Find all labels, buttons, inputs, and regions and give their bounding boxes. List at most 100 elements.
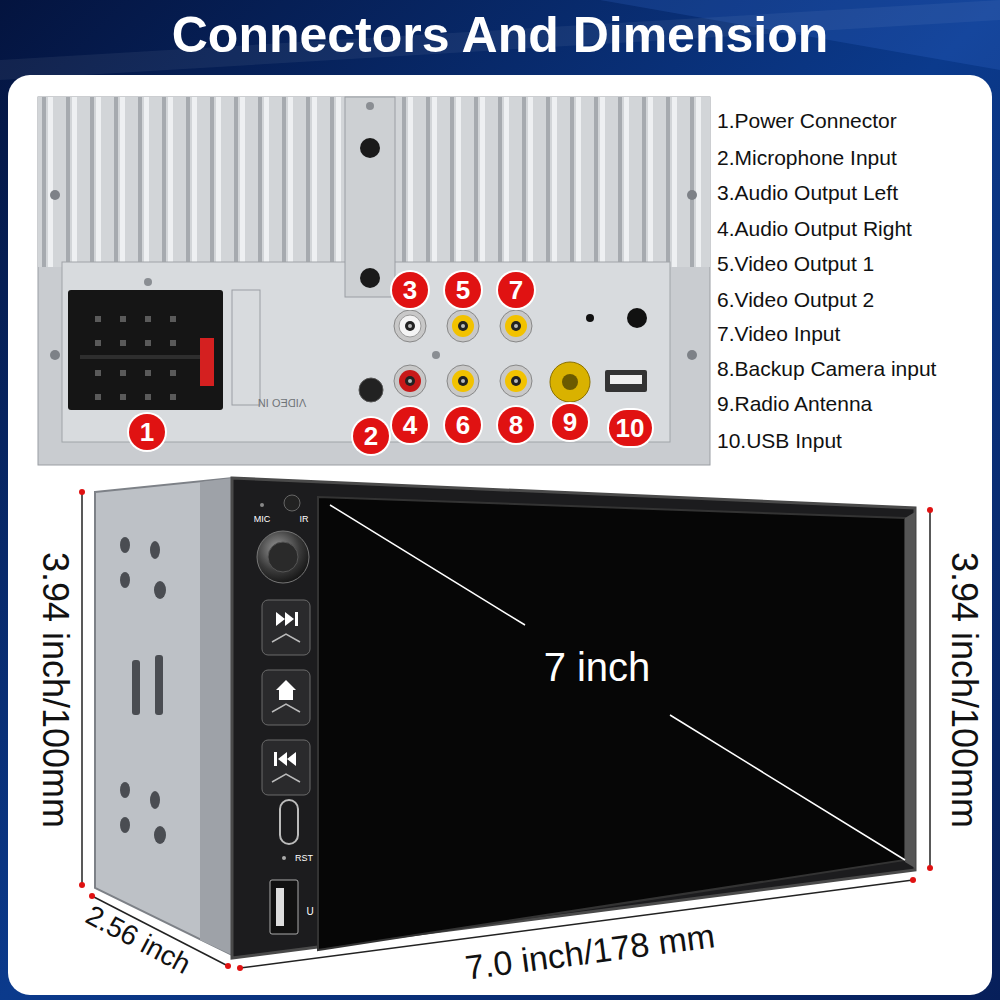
stereo-side-cage [150, 541, 160, 559]
rear-panel [38, 97, 710, 465]
power-connector [120, 340, 126, 346]
callout-circle: 6 [445, 407, 481, 443]
callout-circle: 7 [498, 272, 534, 308]
legend-item-text: 8.Backup Camera input [717, 357, 936, 381]
other-ports [562, 374, 578, 390]
legend-item-text: 10.USB Input [717, 429, 842, 453]
callout-circle: 9 [552, 404, 588, 440]
callout-circle: 4 [392, 407, 428, 443]
callout-number: 3 [403, 277, 417, 303]
rear-panel [232, 290, 260, 405]
rca-jacks [505, 370, 527, 392]
rear-panel [345, 97, 395, 297]
callout-number: 10 [616, 415, 645, 441]
dimension-end-dots [79, 489, 85, 495]
rca-jacks [447, 365, 479, 397]
stereo-front [270, 880, 298, 934]
stereo-front [282, 856, 286, 860]
stereo-front [330, 505, 525, 625]
panel-marking: U [306, 906, 313, 918]
embossed-text: VIDEO IN [258, 397, 306, 410]
stereo-side-cage [95, 478, 232, 955]
rca-jacks [505, 315, 527, 337]
rear-panel [687, 190, 697, 200]
stereo-front [272, 634, 300, 782]
rca-jacks [447, 365, 479, 397]
rca-jacks [394, 310, 426, 342]
callout-circle: 2 [353, 418, 389, 454]
dimension-end-dots [237, 965, 243, 971]
callout-number: 4 [403, 412, 417, 438]
rear-panel [360, 138, 380, 158]
rca-jacks [511, 376, 521, 386]
stereo-front [272, 774, 300, 782]
callout-number: 6 [456, 412, 470, 438]
callout-circle: 8 [498, 407, 534, 443]
rear-panel [432, 351, 440, 359]
stereo-front [274, 612, 298, 766]
power-connector [80, 355, 210, 359]
rear-panel [50, 350, 60, 360]
stereo-front [295, 612, 298, 626]
dimension-lines [82, 492, 930, 968]
rca-jacks [447, 310, 479, 342]
rca-jacks [394, 310, 532, 397]
dimension-end-dots [927, 507, 933, 513]
stereo-side-cage [120, 817, 130, 833]
dimension-end-dots [910, 877, 916, 883]
stereo-front [287, 752, 296, 766]
dimension-end-dots [79, 882, 85, 888]
other-ports [627, 308, 647, 328]
stereo-front [279, 690, 293, 700]
rca-jacks [458, 321, 468, 331]
background [8, 75, 992, 995]
rca-jacks [408, 324, 412, 328]
dimension-end-dots [79, 489, 933, 971]
stereo-front [284, 495, 300, 511]
rca-jacks [408, 379, 412, 383]
rear-panel [144, 278, 152, 286]
power-connector [200, 338, 214, 386]
callout-number: 8 [509, 412, 523, 438]
callout-circle: 3 [392, 272, 428, 308]
stereo-front [285, 612, 294, 626]
rca-jacks [461, 324, 465, 328]
power-connector [145, 370, 151, 376]
panel-marking: IR [300, 514, 309, 524]
power-connector [120, 394, 126, 400]
rca-jacks [399, 370, 421, 392]
panel-marking: MIC [254, 514, 271, 524]
stereo-front [272, 634, 300, 642]
dimension-lines [81, 492, 83, 885]
dimension-label: 2.56 inch [80, 899, 195, 981]
power-connector [95, 370, 101, 376]
legend-item-text: 9.Radio Antenna [717, 392, 872, 416]
rca-jacks [500, 365, 532, 397]
rca-jacks [405, 321, 415, 331]
stereo-front [257, 531, 309, 583]
dimension-end-dots [927, 865, 933, 871]
callout-circle: 5 [445, 272, 481, 308]
stereo-front [232, 478, 915, 958]
stereo-front [276, 612, 285, 626]
power-connector [68, 290, 223, 410]
stereo-front [262, 600, 310, 795]
rca-jacks [500, 310, 532, 342]
stereo-front [276, 888, 284, 926]
legend-item-text: 6.Video Output 2 [717, 288, 874, 312]
stereo-front [262, 670, 310, 725]
legend-item-text: 4.Audio Output Right [717, 217, 912, 241]
callout-number: 5 [456, 277, 470, 303]
rca-jacks [405, 376, 415, 386]
screen-size-label: 7 inch [544, 644, 651, 690]
rca-jacks [500, 310, 532, 342]
stereo-side-cage [150, 791, 160, 809]
stereo-front [272, 704, 300, 712]
power-connector [170, 316, 176, 322]
callout-number: 2 [364, 423, 378, 449]
rca-jacks [394, 310, 426, 342]
dimension-lines [929, 510, 931, 868]
